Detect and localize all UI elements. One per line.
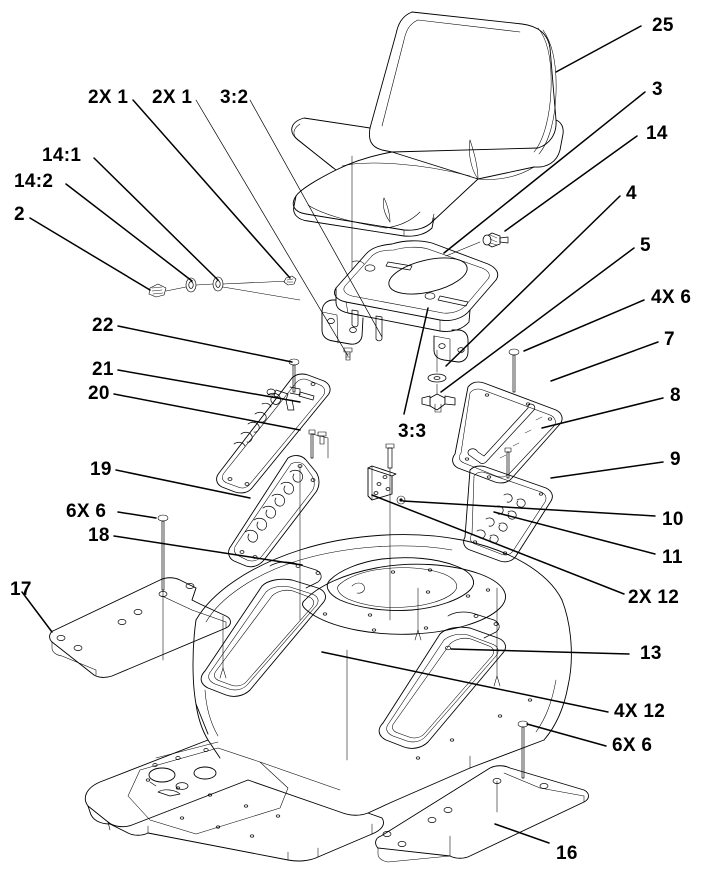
callout-22[interactable]: 22 xyxy=(92,315,114,336)
callout-14-1[interactable]: 14:1 xyxy=(42,145,82,166)
callout-10[interactable]: 10 xyxy=(662,509,684,530)
part-16-right-skid-plate xyxy=(375,765,589,863)
part-17-left-skid-plate xyxy=(49,577,231,678)
part-25-seat-assembly xyxy=(291,11,564,237)
callout-6x6-left[interactable]: 6X 6 xyxy=(66,501,107,522)
part-8-screw-right-pad xyxy=(504,447,512,479)
part-12-bolt-center xyxy=(385,443,395,469)
chassis-main-body xyxy=(84,534,572,862)
part-5-wingnut xyxy=(421,393,456,413)
callout-2[interactable]: 2 xyxy=(14,204,25,225)
callout-16[interactable]: 16 xyxy=(556,843,578,864)
leader-lines xyxy=(21,25,664,844)
part-32-screw xyxy=(343,347,353,361)
part-7-right-footrest-plate xyxy=(452,381,563,484)
callout-2x1-b[interactable]: 2X 1 xyxy=(152,87,193,108)
part-6-screw-right xyxy=(508,348,520,393)
part-4-washer xyxy=(427,373,447,383)
callout-18[interactable]: 18 xyxy=(88,525,110,546)
callout-2x1-a[interactable]: 2X 1 xyxy=(88,87,129,108)
part-11-nut xyxy=(396,495,406,505)
part-3-seat-base-pan xyxy=(321,240,499,363)
callout-13[interactable]: 13 xyxy=(640,643,662,664)
callout-2x12[interactable]: 2X 12 xyxy=(628,587,680,608)
callout-25[interactable]: 25 xyxy=(652,15,674,36)
callout-5[interactable]: 5 xyxy=(640,235,651,256)
callout-9[interactable]: 9 xyxy=(670,449,681,470)
part-33-screw xyxy=(317,431,327,445)
part-6-screw-left-skid xyxy=(157,514,169,591)
callout-7[interactable]: 7 xyxy=(664,329,675,350)
part-1-bolt xyxy=(283,275,297,286)
part-14-knob xyxy=(482,232,509,248)
callout-4x12[interactable]: 4X 12 xyxy=(614,701,666,722)
callout-19[interactable]: 19 xyxy=(90,459,112,480)
callout-20[interactable]: 20 xyxy=(88,383,110,404)
part-19-left-step-pad xyxy=(228,455,320,568)
callout-4x6[interactable]: 4X 6 xyxy=(651,287,692,308)
callout-14-2[interactable]: 14:2 xyxy=(14,171,54,192)
part-20-left-footrest-plate xyxy=(216,373,331,494)
callout-3-2[interactable]: 3:2 xyxy=(220,87,249,108)
callout-3-3[interactable]: 3:3 xyxy=(398,421,427,442)
callout-14[interactable]: 14 xyxy=(646,123,668,144)
part-9-right-step-pad xyxy=(463,465,553,563)
callout-4[interactable]: 4 xyxy=(626,183,637,204)
callout-17[interactable]: 17 xyxy=(10,579,32,600)
callout-8[interactable]: 8 xyxy=(670,385,681,406)
callout-3[interactable]: 3 xyxy=(652,79,663,100)
callout-21[interactable]: 21 xyxy=(92,359,114,380)
part-10-bracket xyxy=(367,465,397,501)
callout-6x6-right[interactable]: 6X 6 xyxy=(612,735,653,756)
callout-11[interactable]: 11 xyxy=(662,547,683,568)
hardware-cluster-left xyxy=(148,276,301,301)
